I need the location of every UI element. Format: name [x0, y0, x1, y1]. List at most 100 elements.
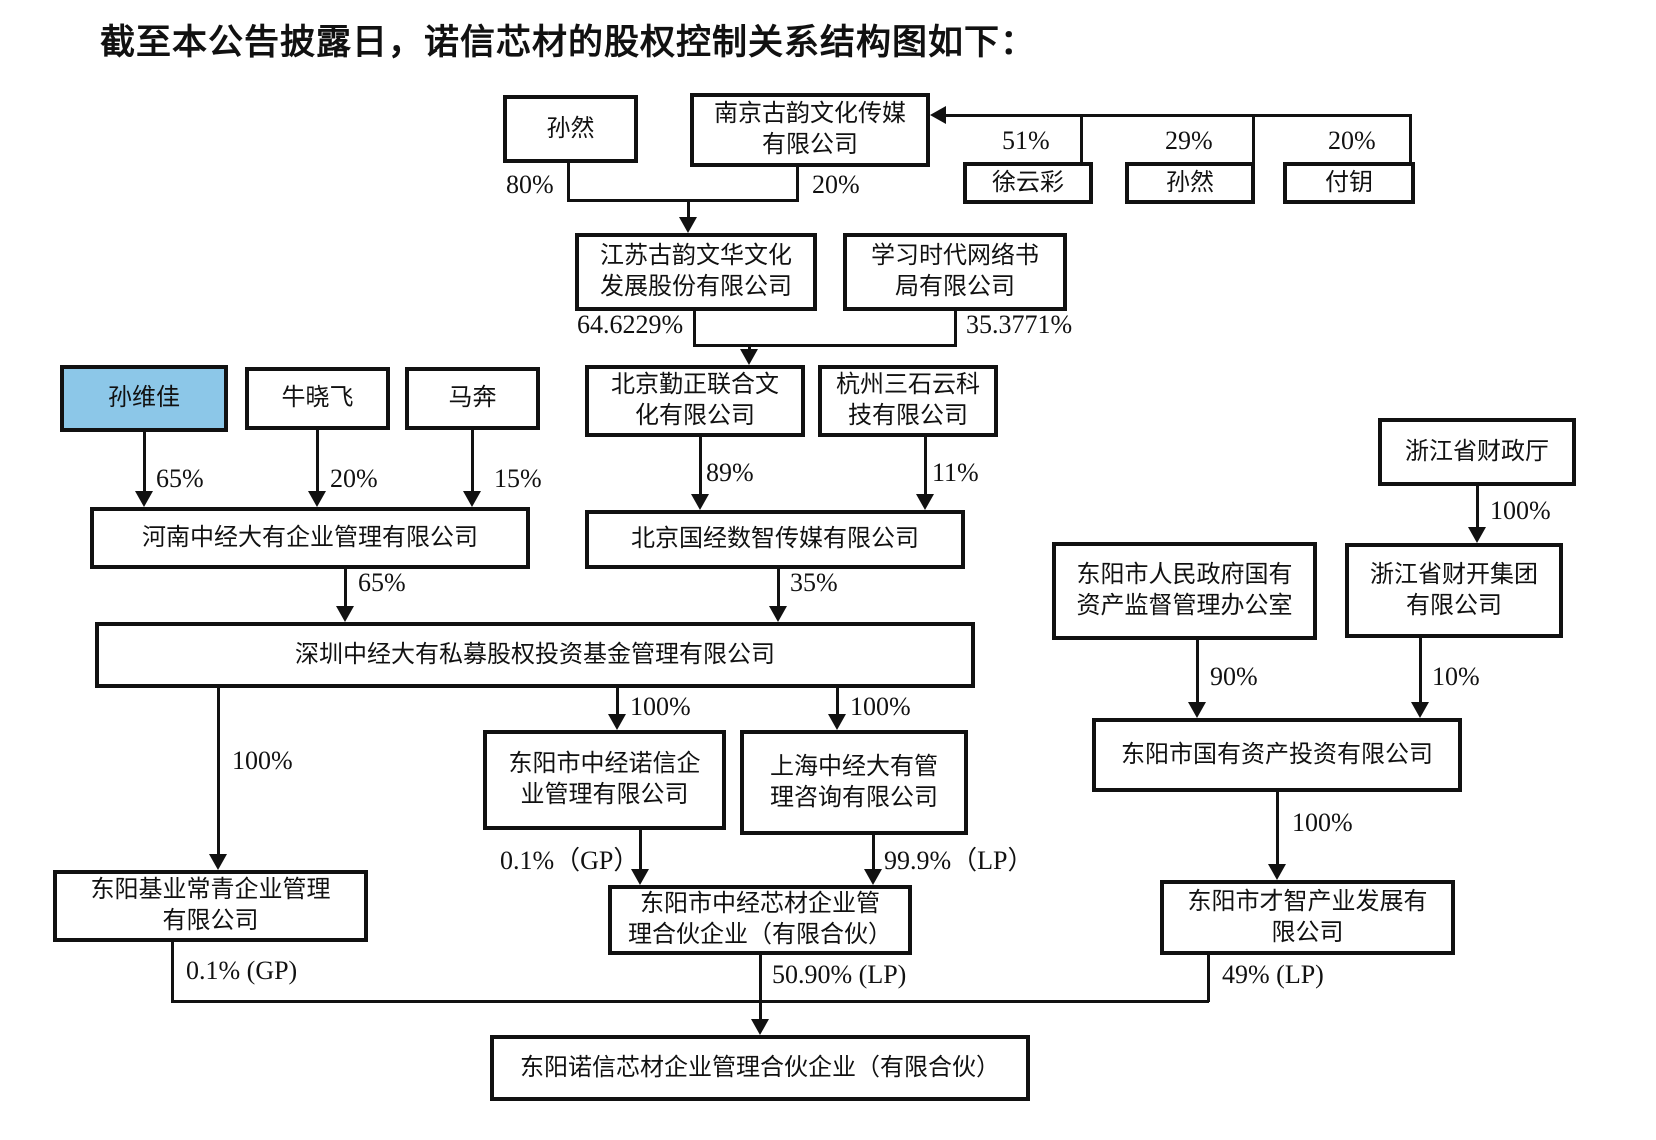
connector: [777, 569, 780, 608]
edge-label-64pct: 64.6229%: [577, 310, 684, 339]
connector: [693, 344, 957, 347]
arrow-down-icon: [916, 494, 934, 510]
connector: [1409, 114, 1412, 162]
arrow-down-icon: [864, 869, 882, 885]
node-zhejiang-caikai: 浙江省财开集团 有限公司: [1345, 543, 1563, 638]
connector: [471, 430, 474, 493]
connector: [693, 309, 696, 346]
connector: [1196, 640, 1199, 704]
edge-label-10pct: 10%: [1432, 662, 1480, 691]
connector: [836, 688, 839, 716]
edge-label-80pct: 80%: [506, 170, 554, 199]
edge-label-100pct-shanghai: 100%: [850, 692, 911, 721]
node-nanjing-guyun-media: 南京古韵文化传媒 有限公司: [690, 93, 930, 167]
arrow-down-icon: [135, 491, 153, 507]
connector: [796, 167, 799, 200]
node-beijing-qinzheng: 北京勤正联合文 化有限公司: [585, 365, 805, 437]
connector: [616, 688, 619, 716]
arrow-down-icon: [608, 714, 626, 730]
connector: [1080, 114, 1083, 162]
connector: [748, 344, 751, 351]
connector: [344, 569, 347, 608]
connector: [567, 163, 570, 200]
node-dongyang-caizhi: 东阳市才智产业发展有 限公司: [1160, 880, 1455, 955]
node-sun-ran-right: 孙然: [1125, 162, 1255, 204]
arrow-left-icon: [930, 106, 946, 124]
arrow-down-icon: [751, 1019, 769, 1035]
node-niu-xiaofei: 牛晓飞: [245, 367, 390, 430]
edge-label-100pct-caizhi: 100%: [1292, 808, 1353, 837]
connector: [171, 1000, 1209, 1003]
edge-label-100pct-caizhengting: 100%: [1490, 496, 1551, 525]
node-dongyang-nuoxin-xincai-final: 东阳诺信芯材企业管理合伙企业（有限合伙）: [490, 1035, 1030, 1101]
node-henan-zhongjing-dayou: 河南中经大有企业管理有限公司: [90, 507, 530, 569]
node-sun-weijia: 孙维佳: [60, 365, 228, 432]
node-beijing-guojing-shuzhi: 北京国经数智传媒有限公司: [585, 510, 965, 569]
arrow-down-icon: [209, 854, 227, 870]
node-xuexi-shidai: 学习时代网络书 局有限公司: [843, 233, 1067, 311]
edge-label-51pct: 51%: [1002, 126, 1050, 155]
connector: [699, 437, 702, 496]
connector: [1419, 638, 1422, 704]
arrow-down-icon: [463, 491, 481, 507]
arrow-down-icon: [679, 217, 697, 233]
connector: [217, 688, 220, 856]
node-ma-ben: 马奔: [405, 367, 540, 430]
connector: [143, 432, 146, 493]
arrow-down-icon: [631, 869, 649, 885]
connector: [872, 835, 875, 871]
node-dongyang-guoziban: 东阳市人民政府国有 资产监督管理办公室: [1052, 542, 1317, 640]
node-hangzhou-sanshiyun: 杭州三石云科 技有限公司: [818, 365, 998, 437]
connector: [954, 309, 957, 346]
edge-label-15pct-ma: 15%: [494, 464, 542, 493]
diagram-title: 截至本公告披露日，诺信芯材的股权控制关系结构图如下：: [100, 23, 1037, 62]
edge-label-100pct-nuoxin: 100%: [630, 692, 691, 721]
edge-label-49pct-lp: 49% (LP): [1222, 960, 1324, 989]
node-dongyang-zhongjing-nuoxin: 东阳市中经诺信企 业管理有限公司: [483, 730, 726, 830]
arrow-down-icon: [336, 606, 354, 622]
connector: [1207, 955, 1210, 1002]
edge-label-89pct: 89%: [706, 458, 754, 487]
edge-label-20pct-nanjing: 20%: [812, 170, 860, 199]
arrow-down-icon: [828, 714, 846, 730]
node-dongyang-jiye-changqing: 东阳基业常青企业管理 有限公司: [53, 870, 368, 942]
connector: [1252, 114, 1255, 162]
node-jiangsu-guyun: 江苏古韵文华文化 发展股份有限公司: [575, 233, 817, 311]
edge-label-65pct-sun: 65%: [156, 464, 204, 493]
node-shanghai-zhongjing-dayou: 上海中经大有管 理咨询有限公司: [740, 730, 968, 835]
connector: [759, 955, 762, 1021]
connector: [1476, 486, 1479, 529]
edge-label-20pct-niu: 20%: [330, 464, 378, 493]
edge-label-5090pct-lp: 50.90% (LP): [772, 960, 907, 989]
arrow-down-icon: [1468, 527, 1486, 543]
node-dongyang-guozi-touzi: 东阳市国有资产投资有限公司: [1092, 718, 1462, 792]
connector: [687, 199, 690, 219]
edge-label-01pct-gp-bottom: 0.1% (GP): [186, 956, 298, 985]
edge-label-90pct: 90%: [1210, 662, 1258, 691]
connector: [1276, 792, 1279, 866]
arrow-down-icon: [1411, 702, 1429, 718]
edge-label-20pct-fuyue: 20%: [1328, 126, 1376, 155]
node-zhejiang-caizhengting: 浙江省财政厅: [1378, 418, 1576, 486]
edge-label-100pct-jiye: 100%: [232, 746, 293, 775]
connector: [567, 199, 799, 202]
edge-label-01pct-gp-mid: 0.1%（GP）: [500, 846, 640, 875]
arrow-down-icon: [769, 606, 787, 622]
arrow-down-icon: [1188, 702, 1206, 718]
node-xu-yuncai: 徐云彩: [963, 162, 1093, 204]
arrow-down-icon: [308, 491, 326, 507]
arrow-down-icon: [1268, 864, 1286, 880]
connector: [924, 437, 927, 496]
node-dongyang-zhongjing-xincai-lp: 东阳市中经芯材企业管 理合伙企业（有限合伙）: [608, 885, 912, 955]
connector: [639, 830, 642, 871]
edge-label-35pct-right: 35.3771%: [966, 310, 1073, 339]
node-sun-ran-top: 孙然: [503, 95, 638, 163]
edge-label-999pct-lp: 99.9%（LP）: [884, 846, 1034, 875]
edge-label-11pct: 11%: [932, 458, 979, 487]
edge-label-35pct-guojing: 35%: [790, 568, 838, 597]
arrow-down-icon: [691, 494, 709, 510]
node-fu-yue: 付钥: [1283, 162, 1415, 204]
node-shenzhen-zhongjing-fund: 深圳中经大有私募股权投资基金管理有限公司: [95, 622, 975, 688]
arrow-down-icon: [740, 349, 758, 365]
